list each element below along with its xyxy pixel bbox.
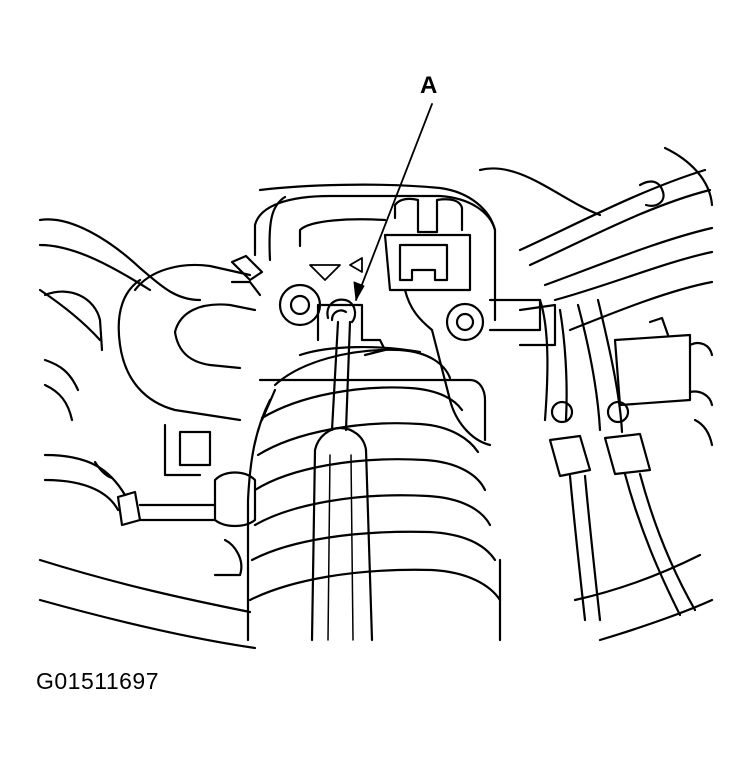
figure-id: G01511697 [36, 668, 160, 694]
hose-clamp [298, 298, 422, 357]
vacuum-hose [117, 254, 264, 422]
callout-label-a: A [420, 72, 438, 99]
engine-bay-outline [38, 146, 714, 650]
intake-duct [246, 348, 502, 642]
left-bracket [43, 290, 257, 577]
sensor-connector [383, 197, 492, 447]
callout-leader [353, 103, 433, 301]
throttle-cables [488, 298, 714, 622]
throttle-body [253, 194, 497, 442]
screwdriver [310, 320, 374, 642]
wiring-harness [518, 168, 714, 332]
